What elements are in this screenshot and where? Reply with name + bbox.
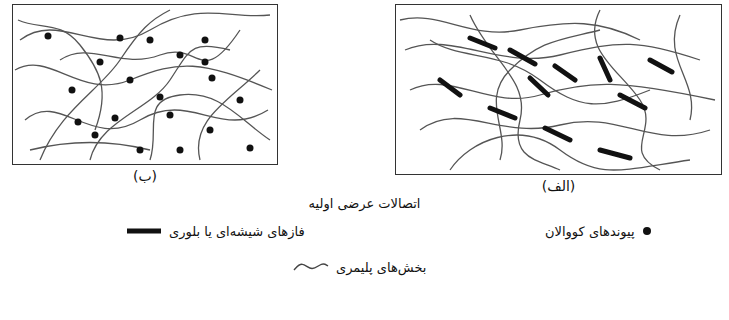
- figure-caption: اتصالات عرضی اولیه: [0, 196, 729, 211]
- chain-curve-sample: [292, 258, 330, 276]
- bond-dot-sample: [641, 222, 653, 240]
- legend-text: پیوندهای کووالان: [545, 224, 635, 239]
- network-panel: (الف): [395, 4, 722, 175]
- legend-entry: پیوندهای کووالان: [545, 222, 653, 240]
- crystalline-phases: [440, 38, 672, 158]
- legend-entry: بخش‌های پلیمری: [292, 258, 426, 276]
- panel-label: (ب): [13, 168, 277, 184]
- panel-label: (الف): [396, 178, 721, 194]
- polymer-chains: [15, 10, 715, 170]
- legend-entry: فازهای شیشه‌ای یا بلوری: [125, 222, 305, 240]
- legend-text: بخش‌های پلیمری: [336, 260, 426, 275]
- legend-text: فازهای شیشه‌ای یا بلوری: [169, 224, 305, 239]
- covalent-bonds: [45, 33, 254, 154]
- phase-bar-sample: [125, 222, 163, 240]
- network-panel: (ب): [12, 4, 278, 165]
